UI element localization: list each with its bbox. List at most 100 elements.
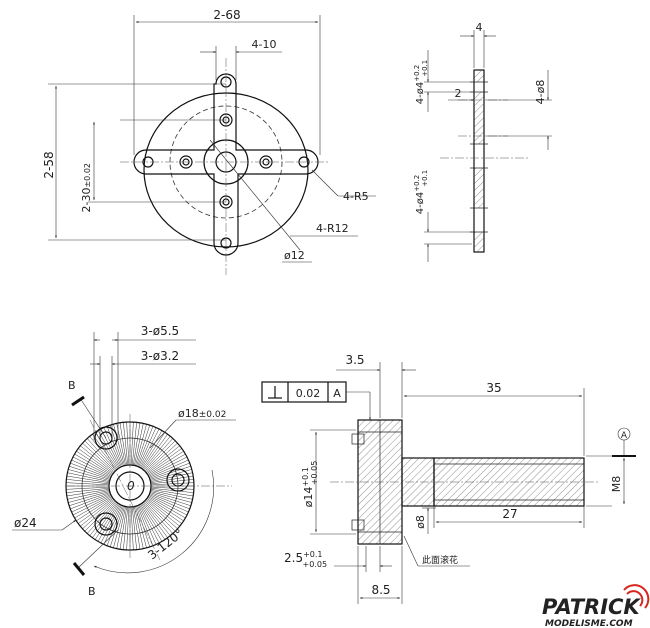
dim-arm: 4-10	[252, 38, 277, 51]
dim-r12: 4-R12	[316, 222, 349, 235]
knurl-line	[103, 505, 122, 545]
dim-step: 2.5+0.1+0.05	[284, 550, 327, 569]
knurl-line	[146, 448, 182, 474]
knurl-line	[92, 434, 118, 470]
threaded-shaft	[433, 457, 585, 507]
knurl-line	[119, 422, 127, 466]
knurl-line	[135, 424, 147, 466]
knurl-line	[133, 422, 141, 466]
knurl-line	[80, 445, 114, 473]
front-view-dimensions: 3-ø5.5 3-ø3.2 B B ø18±0.02 ø24 3-120° 0	[12, 324, 236, 598]
shaft-view	[330, 419, 600, 545]
knurl-line	[106, 505, 123, 546]
hole-c	[94, 512, 118, 536]
knurl-line	[97, 504, 120, 542]
knurl-line	[66, 475, 110, 483]
tolerance-value: 0.02	[296, 387, 321, 400]
dim-neck: ø8	[414, 515, 427, 529]
knurl-line	[145, 499, 178, 530]
dim-height: 2-58	[42, 151, 56, 178]
knurl-line	[144, 500, 176, 532]
knurl-line	[66, 489, 110, 497]
knurl-line	[147, 450, 184, 475]
knurl-line	[68, 491, 110, 503]
dim-thread-len: 27	[502, 507, 517, 521]
knurl-line	[72, 456, 112, 477]
watermark-line2: MODELISME.COM	[545, 619, 633, 628]
dim-thread: M8	[610, 476, 623, 493]
knurl-line	[71, 494, 111, 513]
top-view-plate	[88, 58, 330, 275]
knurl-line	[66, 479, 110, 485]
knurl-line	[123, 422, 129, 466]
knurl-line	[149, 492, 191, 507]
knurl-line	[82, 499, 115, 530]
knurl-line	[143, 502, 171, 536]
knurl-line	[137, 426, 154, 467]
knurl-line	[148, 495, 188, 516]
knurl-line	[142, 502, 168, 538]
knurl-line	[67, 472, 110, 482]
knurl-line	[143, 501, 174, 534]
knurl-line	[146, 445, 180, 473]
dim-total: 8.5	[371, 583, 390, 597]
knurl-line	[145, 442, 178, 473]
knurl-line	[150, 491, 192, 503]
knurl-line	[149, 459, 189, 478]
knurl-line	[148, 496, 186, 519]
cross-outline	[133, 73, 319, 256]
knurl-line	[82, 442, 115, 473]
dim-width: 2-68	[213, 8, 240, 22]
shaft-view-dimensions: 3.5 0.02 A 35 A M8 ø14+0.1+0.05	[261, 353, 636, 604]
knurl-lines	[66, 422, 194, 550]
knurl-line	[86, 501, 117, 534]
knurl-line	[80, 499, 114, 527]
dim-holes: 2-30±0.02	[80, 163, 93, 212]
knurl-line	[123, 506, 129, 550]
knurl-line	[109, 425, 124, 467]
watermark-logo: PATRICK MODELISME.COM	[542, 584, 650, 628]
knurl-line	[135, 506, 147, 548]
knurl-line	[138, 427, 157, 467]
knurl-line	[143, 438, 174, 471]
dim-r5: 4-R5	[343, 190, 369, 203]
knurl-line	[150, 482, 194, 486]
knurl-line	[136, 425, 151, 467]
knurl-line	[149, 494, 189, 513]
knurl-line	[131, 506, 137, 550]
knurl-line	[72, 495, 112, 516]
knurl-line	[68, 469, 110, 481]
tolerance-frame: 0.02 A	[261, 381, 371, 421]
knurl-line	[142, 434, 168, 470]
knurl-line	[69, 465, 111, 480]
knurl-line	[140, 430, 163, 468]
knurl-line	[150, 489, 194, 497]
side-view-dimensions: 4 2 4-ø4+0.2+0.1 4-ø8 4-ø4+0.2+0.1	[413, 21, 552, 262]
dim-bore: 4-ø8	[534, 80, 547, 105]
knurl-line	[143, 436, 171, 470]
knurl-line	[76, 497, 113, 522]
knurl-line	[84, 500, 116, 532]
knurl-line	[78, 498, 114, 524]
knurl-line	[150, 487, 194, 493]
knurl-line	[146, 499, 180, 527]
knurl-line	[67, 490, 110, 500]
section-mark-top: B	[68, 379, 76, 392]
knurl-line	[130, 506, 134, 550]
knurl-line	[86, 438, 117, 471]
knurl-line	[148, 453, 186, 476]
knurl-line	[139, 504, 160, 544]
knurl-line	[141, 432, 166, 469]
side-view	[440, 69, 530, 253]
hole-bottom-callout: 4-ø4+0.2+0.1	[413, 170, 429, 214]
knurl-line	[136, 505, 151, 547]
dim-center: ø12	[284, 249, 305, 262]
angle-arc	[93, 469, 214, 574]
knurl-line	[144, 440, 176, 472]
dim-step: 2	[455, 87, 462, 100]
knurl-line	[149, 493, 190, 510]
dim-length: 35	[486, 381, 501, 395]
section-mark-bottom: B	[88, 585, 96, 598]
knurl-line	[70, 462, 111, 479]
